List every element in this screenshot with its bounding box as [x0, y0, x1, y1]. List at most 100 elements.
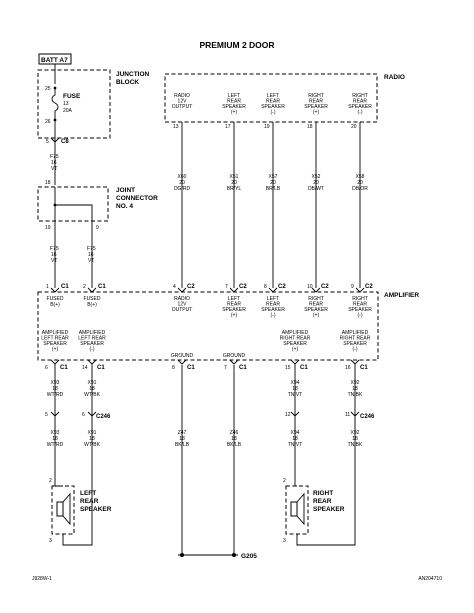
right-speaker-wire-minus — [296, 450, 356, 546]
amp-output-5-c1-label: C1 — [360, 365, 368, 371]
radio-col-0-wire-label-2: DG/RD — [174, 186, 191, 192]
f75-circuit: F75 — [50, 154, 59, 160]
right-speaker-label-3: SPEAKER — [313, 506, 345, 513]
radio-col-4-c2-pin: 9 — [351, 284, 354, 290]
joint-node — [53, 203, 57, 207]
amp-input-3-3: (+) — [313, 313, 320, 319]
c8-label: C8 — [61, 139, 69, 145]
left-speaker-cone — [62, 492, 71, 526]
amp-output-0-wire2-label-2: WT/RD — [47, 442, 64, 448]
c8-connector-mark — [50, 137, 60, 143]
fuse-rating: 20A — [63, 108, 73, 114]
radio-col-4-wire-label-2: DB/OR — [352, 186, 368, 192]
f75-color: VT — [51, 166, 57, 172]
joint-pin-right: 9 — [96, 225, 99, 231]
radio-col-0-label-2: OUTPUT — [172, 104, 193, 110]
amp-output-0-pin: 6 — [45, 365, 48, 371]
amp-output-4-wire1-label-2: TN/VT — [288, 392, 302, 398]
amp-output-5-label-3: (-) — [353, 347, 358, 353]
branch-left-color: VT — [51, 258, 57, 264]
amp-output-5-c1-mark — [350, 359, 360, 365]
radio-col-1-c2-mark — [229, 287, 239, 293]
amp-output-5-label-2: SPEAKER — [343, 341, 367, 347]
amp-output-1-wire1-label-0: X91 — [88, 380, 97, 386]
radio-col-0-label-1: 12V — [178, 99, 188, 105]
radio-col-2-c2-mark — [268, 287, 278, 293]
radio-col-2-label-1: REAR — [266, 99, 280, 105]
radio-col-2-label-2: SPEAKER — [261, 104, 285, 110]
amp-output-0-wire1-label-2: WT/RD — [47, 392, 64, 398]
amp-output-4-wire1-label-1: 18 — [292, 386, 298, 392]
junction-label-1: JUNCTION — [116, 71, 150, 78]
amp-output-3-pin: 7 — [224, 365, 227, 371]
amp-output-5-pin: 16 — [345, 365, 351, 371]
amp-output-1-c1-mark — [87, 359, 97, 365]
amp-output-1-wire2-label-0: X91 — [88, 430, 97, 436]
fused-c1-label-1: C1 — [61, 284, 69, 290]
ground-label: G205 — [241, 553, 257, 560]
joint-pin-top: 18 — [45, 180, 51, 186]
amp-input-2-0: LEFT — [267, 296, 279, 302]
c1-mark-right — [87, 287, 97, 293]
right-speaker-pin-top: 2 — [283, 478, 286, 484]
radio-label: RADIO — [384, 74, 405, 81]
amp-input-0-0: RADIO — [174, 296, 190, 302]
fuse-symbol — [51, 88, 59, 120]
amp-output-1-label-1: LEFT REAR — [78, 336, 106, 342]
amp-output-5-wire2-label-1: 18 — [352, 436, 358, 442]
c8-pin: 5 — [46, 139, 49, 145]
fused-label-2a: FUSED — [84, 296, 101, 302]
diagram-title: PREMIUM 2 DOOR — [199, 40, 274, 50]
radio-col-0-wire-label-0: X60 — [178, 174, 187, 180]
amp-output-4-wire2-label-0: X94 — [291, 430, 300, 436]
radio-col-1-wire-label-0: X51 — [230, 174, 239, 180]
radio-col-3-label-1: REAR — [309, 99, 323, 105]
radio-col-3-wire-label-0: X52 — [312, 174, 321, 180]
radio-col-3-pin: 18 — [307, 124, 313, 130]
amp-output-1-c1-label: C1 — [97, 365, 105, 371]
radio-col-2-wire-label-1: 20 — [270, 180, 276, 186]
right-speaker-label-2: REAR — [313, 498, 332, 505]
radio-col-0-c2-mark — [177, 287, 187, 293]
joint-connector-box — [37, 186, 109, 222]
radio-col-3-c2-label: C2 — [321, 284, 329, 290]
amplifier-box — [37, 291, 379, 361]
amplifier-label: AMPLIFIER — [384, 292, 419, 299]
amp-input-2-3: (-) — [271, 313, 276, 319]
amp-output-5-wire2-label-0: X92 — [351, 430, 360, 436]
junction-label-2: BLOCK — [116, 79, 139, 86]
amp-output-1-wire2-label-1: 18 — [89, 436, 95, 442]
junction-block-box — [37, 69, 111, 139]
batt-label: BATT A7 — [41, 57, 68, 64]
amp-output-5-wire1-label-2: TN/BK — [348, 392, 363, 398]
radio-col-1-c2-label: C2 — [239, 284, 247, 290]
fused-pin-2: 2 — [83, 284, 86, 290]
fuse-number: 13 — [63, 101, 69, 107]
amp-input-4-1: REAR — [353, 302, 367, 308]
right-speaker-magnet — [290, 501, 298, 517]
amp-output-3-c1-label: C1 — [239, 365, 247, 371]
amp-output-1-wire1-label-1: 18 — [89, 386, 95, 392]
radio-col-3-label-3: (+) — [313, 110, 320, 116]
ground-node-right — [232, 553, 236, 557]
radio-box — [164, 73, 378, 123]
radio-col-1-label-1: REAR — [227, 99, 241, 105]
fused-pin-1: 1 — [46, 284, 49, 290]
radio-col-4-label-1: REAR — [353, 99, 367, 105]
amp-input-2-2: SPEAKER — [261, 307, 285, 313]
amp-output-3-label-0: GROUND — [223, 353, 246, 359]
amp-output-1-wire1-label-2: WT/BK — [84, 392, 100, 398]
amp-output-2-pin: 8 — [172, 365, 175, 371]
amp-output-5-label-1: RIGHT REAR — [340, 336, 371, 342]
right-speaker-cone — [296, 492, 305, 526]
left-speaker-wire-plus — [54, 450, 63, 487]
amplifier-inputs: RADIO12VOUTPUTLEFTREARSPEAKER(+)LEFTREAR… — [172, 296, 372, 319]
amp-input-1-1: REAR — [227, 302, 241, 308]
amp-output-1-label-3: (-) — [90, 347, 95, 353]
left-speaker-magnet — [56, 501, 64, 517]
radio-col-1-label-0: LEFT — [228, 93, 240, 99]
radio-col-3-label-0: RIGHT — [308, 93, 324, 99]
amp-output-0-label-3: (+) — [52, 347, 59, 353]
joint-label-3: NO. 4 — [116, 203, 133, 210]
radio-col-1-c2-pin: 7 — [225, 284, 228, 290]
